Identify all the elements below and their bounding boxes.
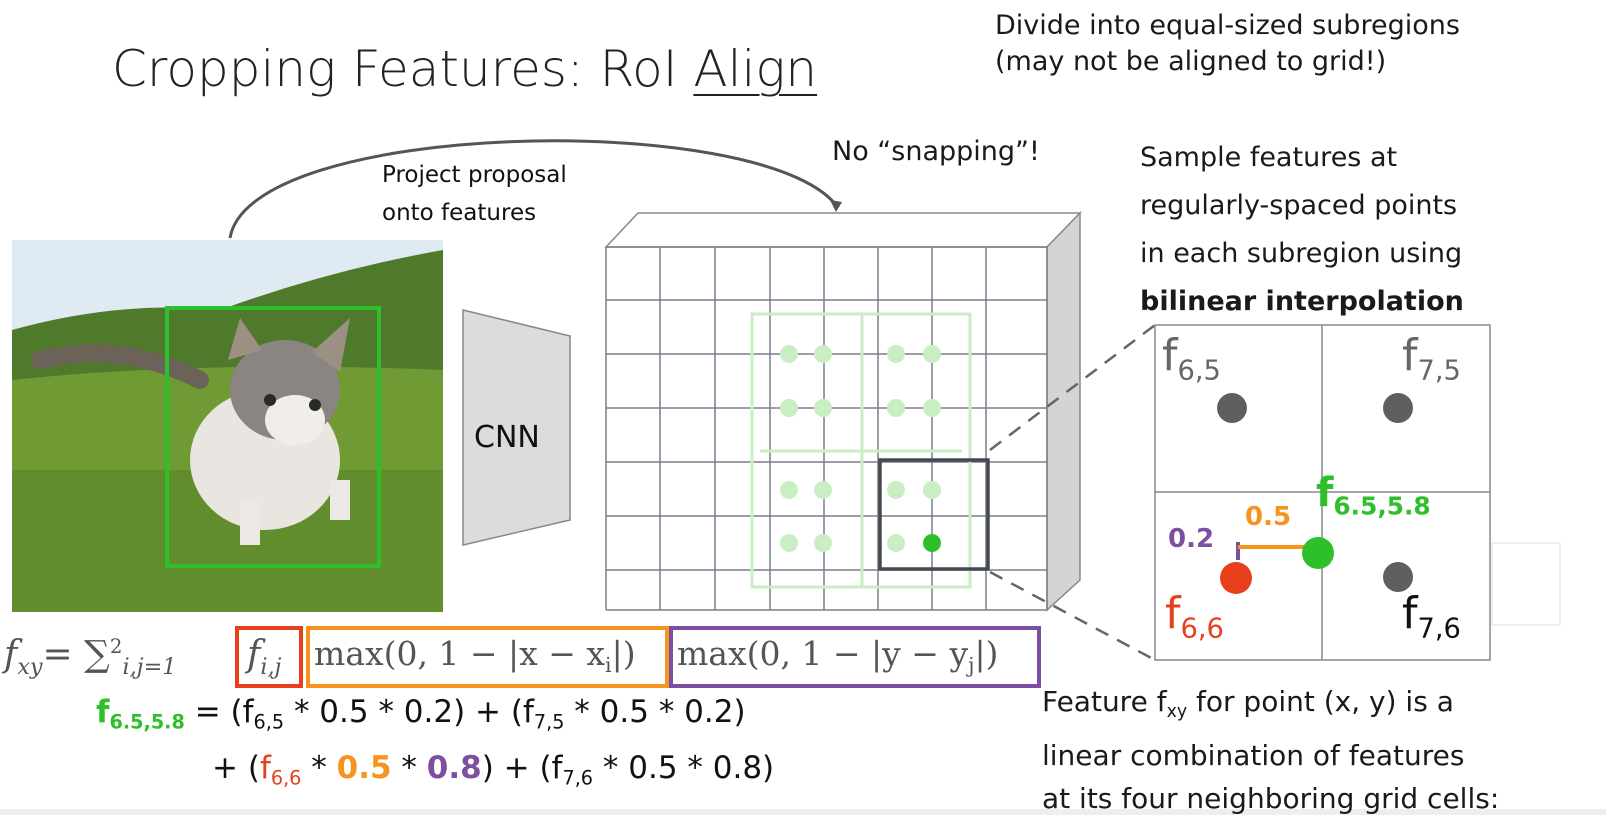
label-f65: f6,5 bbox=[1162, 330, 1221, 387]
sample-point bbox=[814, 481, 832, 499]
sample-line2: regularly-spaced points bbox=[1140, 190, 1458, 221]
title-underlined: Align bbox=[693, 40, 818, 98]
label-dx: 0.5 bbox=[1245, 502, 1292, 532]
divide-line1: Divide into equal-sized subregions bbox=[995, 10, 1460, 41]
sample-point bbox=[814, 345, 832, 363]
feature-line3: at its four neighboring grid cells: bbox=[1042, 782, 1500, 816]
sample-point bbox=[923, 399, 941, 417]
sample-point bbox=[887, 399, 905, 417]
sample-point bbox=[923, 345, 941, 363]
formula-lhs: fxy= ∑2i,j=1 bbox=[4, 634, 177, 680]
cnn-block bbox=[462, 309, 571, 546]
sample-point bbox=[780, 534, 798, 552]
sample-point bbox=[887, 534, 905, 552]
divide-note: Divide into equal-sized subregions (may … bbox=[995, 8, 1460, 80]
blank-box bbox=[1491, 542, 1561, 626]
no-snapping-note: No “snapping”! bbox=[832, 136, 1040, 167]
label-f76: f7,6 bbox=[1402, 588, 1461, 645]
sample-point bbox=[780, 399, 798, 417]
label-f75: f7,5 bbox=[1402, 330, 1461, 387]
label-f66: f6,6 bbox=[1165, 588, 1224, 645]
grid-point-f76 bbox=[1383, 562, 1413, 592]
slide-title: Cropping Features: RoI Align bbox=[112, 40, 817, 98]
feature-line1: Feature fxy for point (x, y) is a bbox=[1042, 685, 1454, 723]
feature-grid bbox=[605, 246, 1048, 611]
sample-line3: in each subregion using bbox=[1140, 238, 1463, 269]
grid-point-f75 bbox=[1383, 393, 1413, 423]
title-text: Cropping Features: RoI bbox=[112, 40, 694, 98]
zoom-panel bbox=[1154, 324, 1491, 661]
sample-point bbox=[780, 345, 798, 363]
projection-arrow bbox=[228, 139, 838, 239]
sample-note: Sample features at regularly-spaced poin… bbox=[1140, 134, 1464, 326]
term1-box: fi,j bbox=[235, 626, 303, 688]
term3: max(0, 1 − |y − yj|) bbox=[677, 634, 999, 678]
sample-point bbox=[923, 481, 941, 499]
project-note: Project proposal onto features bbox=[382, 156, 567, 232]
label-fpoint: f6.5,5.8 bbox=[1316, 470, 1431, 521]
arrow-head-icon bbox=[830, 200, 842, 212]
proposal-box bbox=[165, 306, 381, 568]
sample-point bbox=[887, 481, 905, 499]
project-line1: Project proposal bbox=[382, 162, 567, 188]
sample-point bbox=[814, 534, 832, 552]
cat-photo bbox=[12, 240, 443, 612]
grid-point-f65 bbox=[1217, 393, 1247, 423]
example-line2: + (f6,6 * 0.5 * 0.8) + (f7,6 * 0.5 * 0.8… bbox=[212, 750, 775, 790]
term3-box: max(0, 1 − |y − yj|) bbox=[669, 626, 1041, 688]
feature-line2: linear combination of features bbox=[1042, 739, 1465, 773]
sample-point-f bbox=[1302, 537, 1334, 569]
term2-box: max(0, 1 − |x − xi|) bbox=[306, 626, 669, 688]
sample-point bbox=[814, 399, 832, 417]
sample-point bbox=[780, 481, 798, 499]
example-line1: f6.5,5.8 = (f6,5 * 0.5 * 0.2) + (f7,5 * … bbox=[96, 694, 746, 734]
label-dy: 0.2 bbox=[1168, 524, 1215, 554]
divide-line2: (may not be aligned to grid!) bbox=[995, 46, 1387, 77]
cnn-label: CNN bbox=[474, 420, 540, 455]
sample-line1: Sample features at bbox=[1140, 142, 1398, 173]
sample-line4: bilinear interpolation bbox=[1140, 286, 1464, 317]
feature-note: Feature fxy for point (x, y) is a linear… bbox=[1042, 680, 1499, 820]
highlight-sample-point bbox=[923, 534, 941, 552]
roi-subregions bbox=[750, 312, 972, 589]
sample-points bbox=[780, 345, 941, 552]
feature-map-top bbox=[604, 212, 1082, 248]
term1: fi,j bbox=[247, 634, 282, 680]
feature-map-side bbox=[1046, 211, 1081, 612]
term2: max(0, 1 − |x − xi|) bbox=[314, 634, 636, 678]
zoom-cell-box bbox=[878, 458, 990, 571]
grid-point-f66 bbox=[1220, 562, 1252, 594]
project-line2: onto features bbox=[382, 200, 537, 226]
sample-point bbox=[887, 345, 905, 363]
